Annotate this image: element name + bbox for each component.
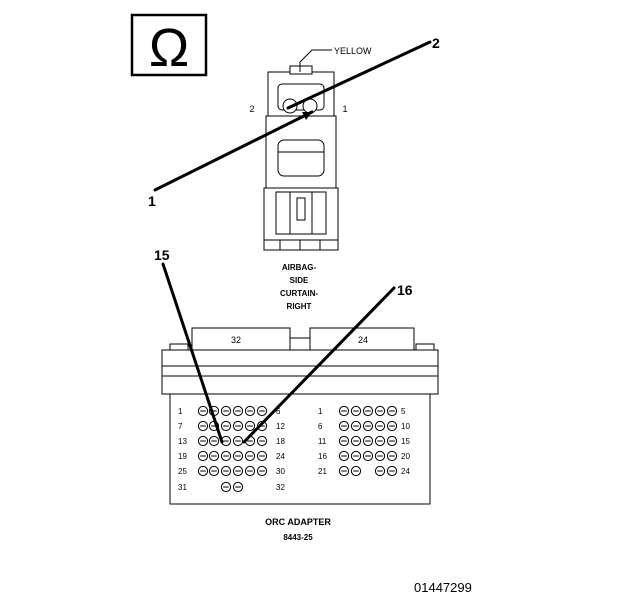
pin-row-end: 10: [401, 422, 410, 431]
pin-row-end: 32: [276, 483, 285, 492]
caption-line: AIRBAG-: [282, 263, 317, 272]
left-pin-block: 1 6 7 12 13 18 19 24 25 30 31 32: [178, 407, 285, 492]
connector-caption: AIRBAG- SIDE CURTAIN- RIGHT: [280, 263, 318, 311]
callout-15: 15: [154, 247, 170, 263]
wire-color-label: YELLOW: [334, 46, 372, 56]
right-pin-block: 1 5 6 10 11 15 16 20 21 24: [318, 407, 410, 476]
leader-line-2: [286, 40, 432, 110]
caption-line: RIGHT: [287, 302, 312, 311]
pin-row-end: 15: [401, 437, 410, 446]
caption-line: SIDE: [290, 276, 309, 285]
pin-row-end: 30: [276, 467, 285, 476]
pin-row-start: 11: [318, 437, 327, 446]
ohm-icon: Ω: [149, 18, 189, 78]
callout-16: 16: [397, 282, 413, 298]
arrowhead-1: [302, 112, 312, 120]
pin-label-left: 2: [249, 104, 254, 114]
pin-row-start: 25: [178, 467, 187, 476]
pin-row-start: 21: [318, 467, 327, 476]
pin-row-start: 16: [318, 452, 327, 461]
adapter-tab-left: 32: [231, 335, 241, 345]
pin-row-start: 1: [318, 407, 323, 416]
figure-id: 01447299: [414, 580, 472, 595]
callout-1: 1: [148, 193, 156, 209]
pin-label-right: 1: [342, 104, 347, 114]
callout-leaders: [153, 40, 432, 444]
pin-row-end: 24: [276, 452, 285, 461]
pin-row-end: 20: [401, 452, 410, 461]
pin-row-start: 1: [178, 407, 183, 416]
pin-sockets: [197, 405, 398, 493]
callout-2: 2: [432, 35, 440, 51]
pin-row-end: 6: [276, 407, 281, 416]
adapter-caption: ORC ADAPTER: [265, 517, 331, 527]
airbag-connector: [263, 62, 339, 251]
adapter-tab-right: 24: [358, 335, 368, 345]
leader-line-16: [242, 286, 396, 444]
pin-row-end: 5: [401, 407, 406, 416]
ohm-symbol: Ω: [130, 13, 208, 78]
pin-row-start: 7: [178, 422, 183, 431]
pin-row-end: 24: [401, 467, 410, 476]
pin-row-start: 31: [178, 483, 187, 492]
adapter-part-number: 8443-25: [283, 533, 313, 542]
leader-line-1: [153, 110, 314, 192]
wire-leader-line: [299, 49, 332, 63]
pin-row-start: 13: [178, 437, 187, 446]
caption-line: CURTAIN-: [280, 289, 318, 298]
pin-row-end: 18: [276, 437, 285, 446]
pin-row-start: 19: [178, 452, 187, 461]
pin-row-start: 6: [318, 422, 323, 431]
pin-row-end: 12: [276, 422, 285, 431]
leader-line-15: [161, 262, 224, 444]
